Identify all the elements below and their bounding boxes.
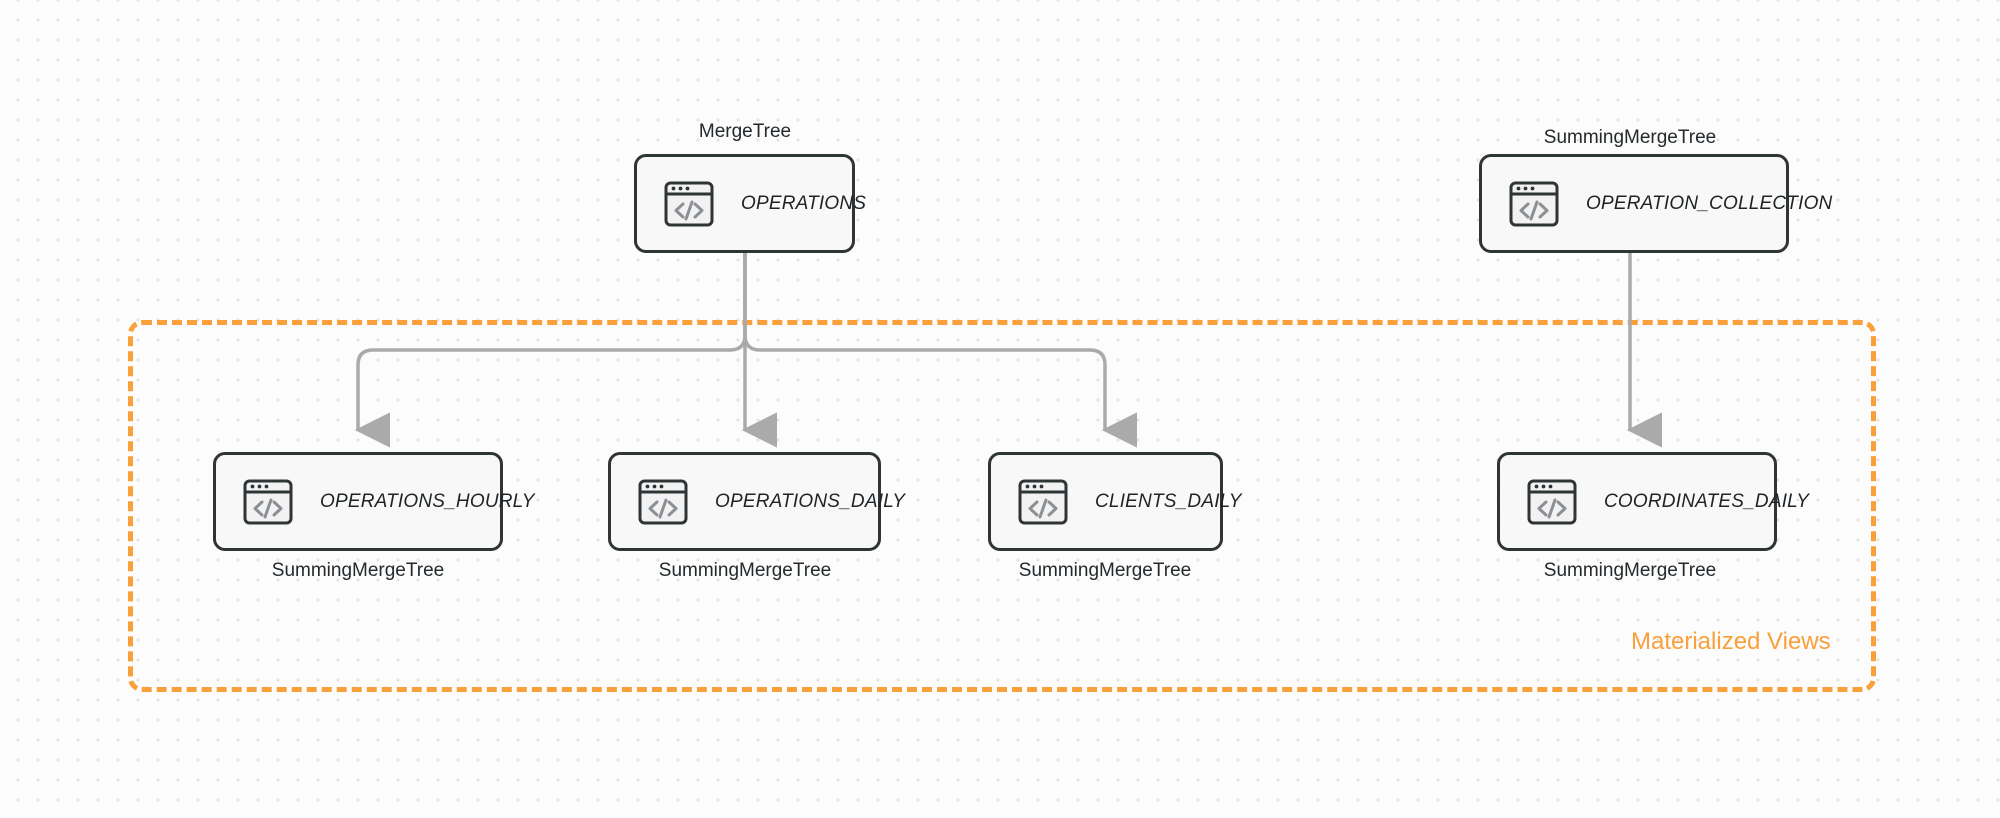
- node-operations-hourly[interactable]: OPERATIONS_HOURLY: [213, 452, 534, 551]
- engine-label-coordinates-daily: SummingMergeTree: [1543, 560, 1717, 581]
- engine-label-operations: MergeTree: [698, 121, 792, 142]
- materialized-views-label: Materialized Views: [1631, 628, 1831, 655]
- engine-label-operation-collection: SummingMergeTree: [1543, 127, 1717, 148]
- code-window-icon: [1527, 479, 1577, 524]
- engine-label-clients-daily: SummingMergeTree: [1018, 560, 1192, 581]
- node-label-operations-daily: OPERATIONS_DAILY: [715, 490, 906, 512]
- node-clients-daily[interactable]: CLIENTS_DAILY: [988, 452, 1241, 551]
- code-window-icon: [1018, 479, 1068, 524]
- engine-label-operations-hourly: SummingMergeTree: [271, 560, 445, 581]
- node-coordinates-daily[interactable]: COORDINATES_DAILY: [1497, 452, 1809, 551]
- node-label-operation-collection: OPERATION_COLLECTION: [1586, 192, 1833, 214]
- node-label-operations-hourly: OPERATIONS_HOURLY: [320, 490, 535, 512]
- node-label-operations: OPERATIONS: [741, 192, 867, 214]
- node-operations-daily[interactable]: OPERATIONS_DAILY: [608, 452, 905, 551]
- code-window-icon: [243, 479, 293, 524]
- node-label-coordinates-daily: COORDINATES_DAILY: [1604, 490, 1810, 512]
- node-operation-collection[interactable]: OPERATION_COLLECTION: [1479, 154, 1832, 253]
- node-operations[interactable]: OPERATIONS: [634, 154, 866, 253]
- engine-label-operations-daily: SummingMergeTree: [658, 560, 832, 581]
- code-window-icon: [1509, 181, 1559, 226]
- code-window-icon: [638, 479, 688, 524]
- node-label-clients-daily: CLIENTS_DAILY: [1095, 490, 1242, 512]
- code-window-icon: [664, 181, 714, 226]
